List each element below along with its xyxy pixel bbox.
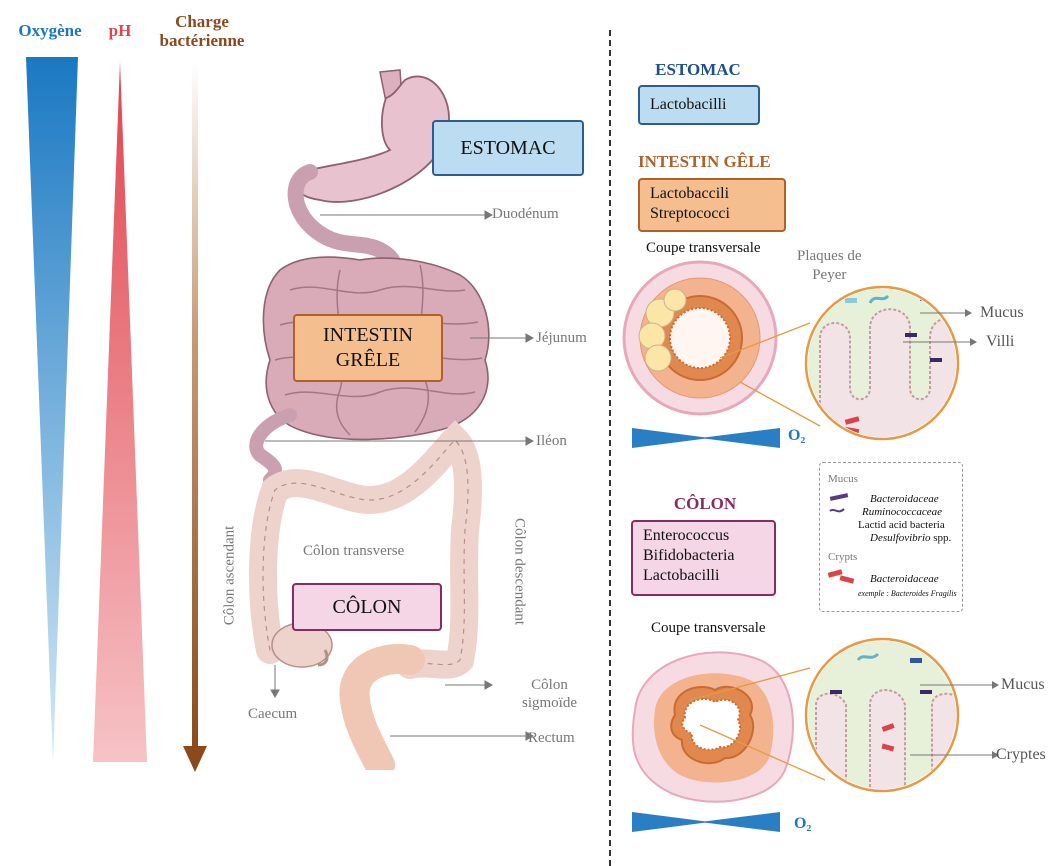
legend-mucus-item-3: Lactid acid bacteria	[858, 519, 945, 531]
ph-label: pH	[100, 21, 140, 40]
legend-mucus-item-2: Ruminococcaceae	[862, 506, 942, 518]
coupe1-title: Coupe transversale	[646, 240, 761, 257]
bacterial-load-arrow-head	[183, 746, 207, 772]
legend-crypts-header: Crypts	[828, 551, 857, 563]
coupe1-mucus-label: Mucus	[980, 304, 1024, 322]
legend-crypts-bacteria-icon	[826, 567, 860, 589]
bacterial-load-label: Charge bactérienne	[152, 12, 252, 50]
intestin-bacteria-box: Lactobaccili Streptococci	[638, 178, 786, 232]
intestin-section-title: INTESTIN GÊLE	[638, 152, 788, 172]
rectum-label: Rectum	[528, 730, 575, 747]
colon-section-title: CÔLON	[665, 494, 745, 514]
jejunum-label: Jéjunum	[536, 330, 587, 347]
coupe2-cryptes-label: Cryptes	[996, 746, 1046, 764]
vertical-divider	[609, 30, 611, 866]
colon-transverse-label: Côlon transverse	[303, 543, 404, 560]
legend-mucus-item-1: Bacteroidaceae	[870, 493, 939, 505]
bacteria-legend-box: Mucus Bacteroidaceae Ruminococcaceae Lac…	[819, 462, 963, 612]
colon-sigmoide-label: Côlon sigmoïde	[522, 676, 577, 712]
oxygen-gradient-triangle	[26, 57, 78, 762]
legend-crypts-item: Bacteroidaceae	[870, 573, 939, 585]
stomach-shape	[294, 76, 449, 201]
oxygen-label: Oxygène	[10, 21, 90, 40]
coupe2-o2-label: O₂	[794, 815, 811, 833]
colon-label-box: CÔLON	[292, 583, 442, 631]
ph-gradient-triangle	[93, 62, 147, 762]
legend-mucus-item-4: Desulfovibrio spp.	[870, 532, 951, 544]
colon-bacteria-box: Enterococcus Bifidobacteria Lactobacilli	[631, 520, 776, 596]
colon-cross-section-illustration	[620, 630, 1057, 840]
coupe1-villi-label: Villi	[986, 333, 1014, 351]
colon-ascendant-label: Côlon ascendant	[222, 496, 239, 656]
duodenum-label: Duodénum	[492, 206, 559, 223]
estomac-section-title: ESTOMAC	[638, 60, 758, 80]
ileum-shape	[256, 415, 290, 480]
legend-mucus-bacteria-icons	[826, 489, 856, 519]
intestine-cross-section-illustration	[620, 258, 1057, 458]
caecum-label: Caecum	[248, 706, 297, 723]
gradient-bars	[0, 0, 260, 866]
ileon-label: Iléon	[536, 433, 567, 450]
bacterial-load-arrow-shaft	[192, 62, 198, 750]
legend-crypts-example: exemple : Bacteroides Fragilis	[858, 589, 957, 598]
estomac-label-box: ESTOMAC	[432, 120, 584, 176]
coupe2-mucus-label: Mucus	[1001, 676, 1045, 694]
coupe1-o2-label: O₂	[788, 427, 805, 445]
colon-descendant-label: Côlon descendant	[511, 492, 528, 652]
estomac-bacteria-box: Lactobacilli	[638, 85, 760, 125]
legend-mucus-header: Mucus	[828, 473, 858, 485]
